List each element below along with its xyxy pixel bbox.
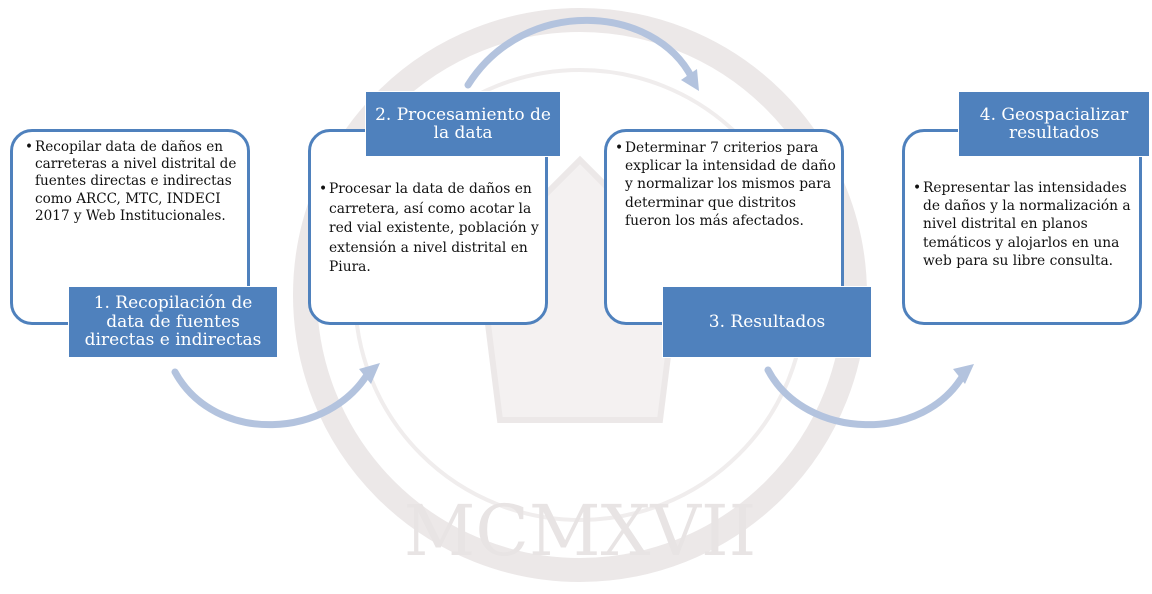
step-4-title: 4. Geospacializar resultados bbox=[958, 91, 1150, 157]
arrow-3-to-4 bbox=[764, 366, 969, 429]
step-2-description: Procesar la data de daños en carretera, … bbox=[319, 180, 545, 278]
arrowhead-3 bbox=[953, 364, 974, 384]
step-3-title: 3. Resultados bbox=[662, 286, 872, 358]
step-3-description: Determinar 7 criterios para explicar la … bbox=[615, 139, 841, 230]
arrowhead-1 bbox=[359, 363, 380, 384]
watermark-text: MCMXVII bbox=[404, 490, 757, 572]
step-1-description: Recopilar data de daños en carreteras a … bbox=[25, 139, 247, 225]
arrowhead-2 bbox=[681, 69, 699, 91]
step-2-title: 2. Procesamiento de la data bbox=[365, 91, 561, 157]
step-4-card: Representar las intensidades de daños y … bbox=[902, 129, 1142, 325]
arrow-2-to-3 bbox=[464, 16, 696, 89]
arrow-1-to-2 bbox=[171, 366, 374, 429]
step-1-title: 1. Recopilación de data de fuentes direc… bbox=[68, 286, 278, 358]
step-4-description: Representar las intensidades de daños y … bbox=[913, 179, 1141, 270]
step-2-card: Procesar la data de daños en carretera, … bbox=[308, 129, 548, 325]
